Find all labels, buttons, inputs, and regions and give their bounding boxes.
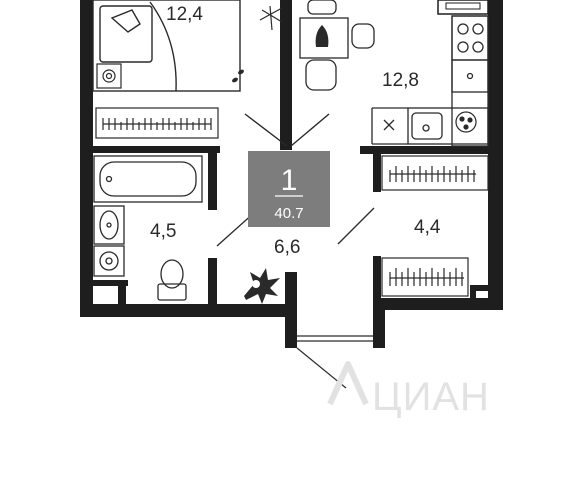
apartment-badge: 1 40.7 [248,151,330,227]
plant-pot-icon [455,111,477,133]
bathtub [93,155,203,203]
cian-watermark: ЦИАН [327,361,490,419]
room-area-bedroom: 12,4 [166,4,203,25]
toilet [157,259,187,301]
room-area-hall: 6,6 [274,237,300,258]
badge-room-count: 1 [281,164,298,197]
slippers-icon [232,69,244,83]
entrance-door [296,335,373,389]
room-area-bathroom: 4,5 [150,221,176,242]
nightstand [96,63,122,89]
washing-machine [93,245,125,277]
room-area-kitchen: 12,8 [382,70,419,91]
room-area-wardrobe: 4,4 [414,217,441,238]
wardrobe-shelf-top [381,155,489,191]
floor-lamp-icon [259,5,283,31]
badge-background [248,151,330,227]
kitchen-counter [371,15,489,147]
walls [80,0,503,348]
bed [92,0,241,92]
dining-table [299,0,375,91]
badge-total-area: 40.7 [274,205,303,222]
washbasin [93,205,125,245]
wardrobe-door [337,207,375,245]
bedroom-door [244,113,330,147]
wardrobe-shelf-bottom [381,257,469,297]
bedroom-radiator [95,107,219,139]
watermark-text: ЦИАН [372,375,490,419]
hall-plant-icon [244,268,280,304]
vase-icon [315,25,329,47]
